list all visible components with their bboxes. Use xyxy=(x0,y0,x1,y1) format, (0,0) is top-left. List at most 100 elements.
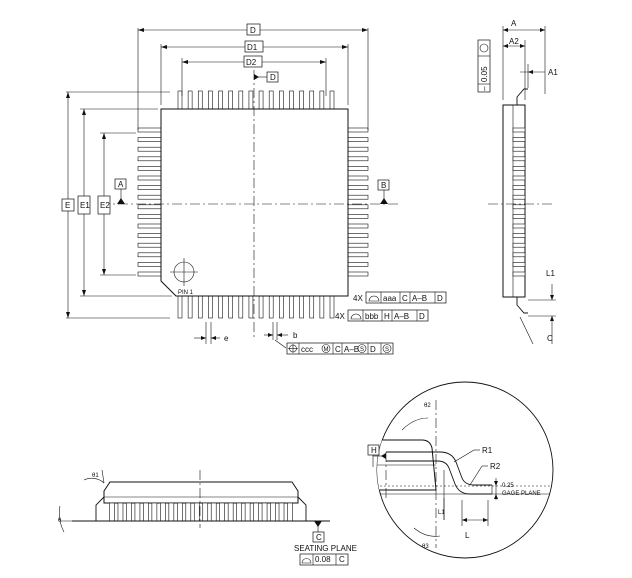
lead-left xyxy=(137,223,162,229)
fcf-aaa-cell1: C xyxy=(402,294,408,303)
d-arrow-right xyxy=(362,28,368,32)
lead-right xyxy=(347,252,369,258)
e1-arrow-bottom xyxy=(82,290,86,296)
lead-left xyxy=(137,252,162,258)
e-label-box xyxy=(61,198,75,212)
fcf-ccc-cell2: A–B xyxy=(344,345,359,354)
mmc-modifier-glyph: S xyxy=(385,347,389,353)
e-pitch-label: e xyxy=(224,334,229,343)
pins-right-column xyxy=(347,127,369,277)
l1-detail-label: L1 xyxy=(438,510,445,516)
datum-b-box xyxy=(377,179,390,191)
pin1-label: PIN 1 xyxy=(178,290,194,296)
front-lead xyxy=(109,502,115,522)
lead-top xyxy=(208,90,213,110)
detail-view: L L1 θ2 θ3 R1 R2 0.25 GAGE PLANE H xyxy=(367,381,554,559)
fcf-bbb-cell1: H xyxy=(384,312,390,321)
front-body xyxy=(103,481,299,504)
side-lead xyxy=(512,146,526,152)
lead-bottom xyxy=(268,295,274,319)
side-lead xyxy=(512,185,526,190)
front-lead-stubs xyxy=(109,502,293,522)
e-label: E xyxy=(65,201,70,210)
d1-arrow-left xyxy=(161,45,167,49)
mmc-modifier-icon xyxy=(357,344,367,353)
lead-right xyxy=(347,185,369,190)
lead-top xyxy=(309,90,315,110)
theta1-label: θ1 xyxy=(92,473,99,479)
front-lead xyxy=(160,502,166,522)
lead-right xyxy=(347,223,369,229)
front-lead xyxy=(210,502,217,522)
side-lead xyxy=(512,223,526,229)
fcf-bbb-cell2: A–B xyxy=(394,312,409,321)
b-arrow-left xyxy=(268,333,273,337)
gage-arrow-bottom xyxy=(494,494,498,499)
pins-bottom-row xyxy=(177,295,335,319)
pins-top-row xyxy=(177,90,335,110)
side-lead-bottom xyxy=(516,297,528,314)
lead-top xyxy=(289,90,294,110)
lead-right xyxy=(347,242,369,248)
side-lead xyxy=(512,271,526,277)
d1-arrow-right xyxy=(342,45,348,49)
a2-arrow-left xyxy=(503,44,508,48)
lead-left xyxy=(137,127,162,133)
d1-label-box xyxy=(244,40,264,53)
fcf-bbb-count: 4X xyxy=(335,312,345,321)
datum-b-triangle xyxy=(380,198,388,204)
fcf-ccc-cell3: D xyxy=(370,345,376,354)
lead-top xyxy=(329,90,335,110)
lead-right xyxy=(347,156,369,162)
lead-right xyxy=(347,137,369,142)
flatness-value: 0.05 xyxy=(480,66,489,82)
lead-bottom xyxy=(218,295,223,319)
a1-label: A1 xyxy=(548,68,558,77)
fcf-aaa-tol: aaa xyxy=(383,294,397,303)
theta2-label: θ2 xyxy=(424,403,431,409)
theta-label: θ xyxy=(58,518,62,524)
e1-label: E1 xyxy=(80,201,90,210)
lead-left xyxy=(137,166,162,171)
lead-top xyxy=(197,90,203,110)
datum-d-triangle xyxy=(254,74,259,80)
lead-left xyxy=(137,156,162,162)
seating-plane-datum: C xyxy=(339,555,345,564)
e2-arrow-bottom xyxy=(102,269,106,275)
theta1-ref xyxy=(101,469,105,484)
e2-label-box xyxy=(97,195,111,215)
c-arrow xyxy=(550,316,554,321)
fcf-aaa-cell3: D xyxy=(437,294,443,303)
front-lead xyxy=(261,502,268,522)
datum-h-box xyxy=(367,444,380,456)
profile-surface-icon xyxy=(301,558,312,564)
lead-right xyxy=(347,233,369,238)
lead-bottom xyxy=(238,295,244,319)
profile-surface-icon xyxy=(350,313,362,320)
lead-bottom xyxy=(279,295,284,319)
fcf3-leader xyxy=(274,339,287,349)
fcf-ccc-cell1: C xyxy=(335,345,341,354)
side-lead xyxy=(512,214,526,219)
front-lead-right xyxy=(297,496,318,522)
front-lead xyxy=(134,502,141,522)
e1-label-box xyxy=(77,195,91,215)
lead-top xyxy=(299,90,304,110)
datum-a-label: A xyxy=(118,180,124,189)
front-lead xyxy=(244,502,251,522)
theta3-arc xyxy=(413,527,441,537)
side-lead xyxy=(512,166,526,171)
fcf-aaa: 4X aaa C A–B D xyxy=(353,291,447,304)
a2-arrow-right xyxy=(520,44,525,48)
lead-right xyxy=(347,262,369,267)
lead-left xyxy=(137,262,162,267)
side-lead xyxy=(512,137,526,142)
e-pitch-arrow-right xyxy=(211,336,216,340)
flatness-symbol: – xyxy=(480,86,489,91)
lead-top xyxy=(187,90,193,110)
side-lead xyxy=(512,194,526,200)
package-body xyxy=(160,108,349,297)
datum-c-label: C xyxy=(316,533,322,542)
datum-c-triangle xyxy=(314,521,322,527)
a-label: A xyxy=(511,19,517,28)
